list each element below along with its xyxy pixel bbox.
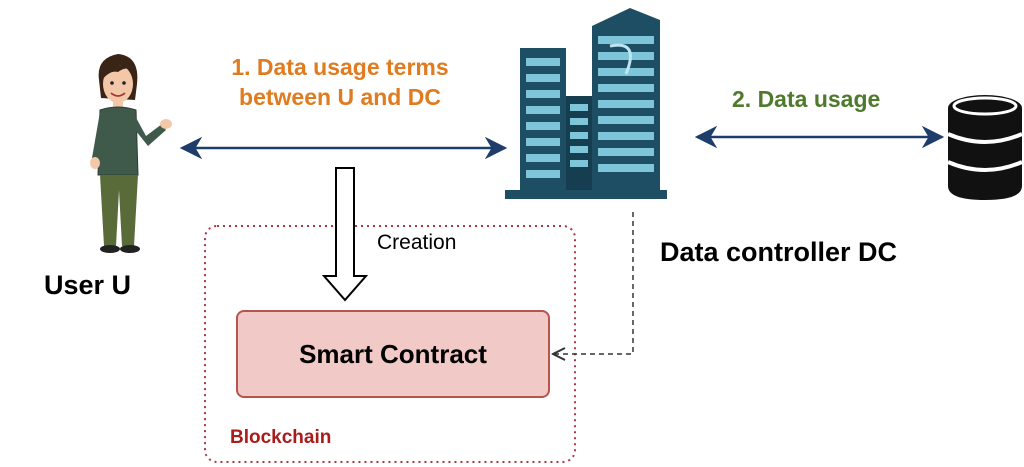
- office-building-icon: [505, 8, 667, 199]
- creation-label: Creation: [377, 231, 457, 254]
- data-usage-label: 2. Data usage: [732, 86, 881, 112]
- smart-contract-label: Smart Contract: [299, 338, 487, 369]
- terms-label: 1. Data usage terms between U and DC: [190, 52, 490, 112]
- data-controller-label: Data controller DC: [660, 237, 898, 267]
- database-icon: [947, 95, 1023, 200]
- woman-user-icon: [90, 54, 172, 253]
- terms-label-line-2: between U and DC: [239, 84, 441, 110]
- terms-label-line-1: 1. Data usage terms: [231, 54, 449, 80]
- user-label: User U: [44, 270, 132, 300]
- blockchain-frame: [204, 225, 576, 463]
- creation-arrow: [321, 167, 369, 302]
- dashed-connector: [553, 212, 634, 354]
- smart-contract-box: Smart Contract: [236, 310, 550, 398]
- blockchain-label: Blockchain: [230, 427, 332, 448]
